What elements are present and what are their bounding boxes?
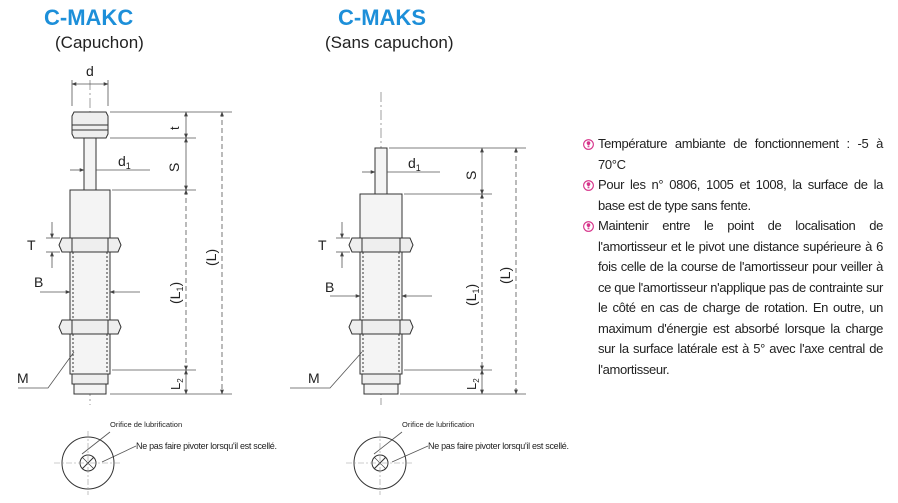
label-B: B bbox=[325, 279, 334, 295]
label-t: t bbox=[167, 126, 182, 130]
label-d1: d1 bbox=[408, 155, 421, 173]
c-makc-top-view bbox=[54, 431, 122, 495]
c-maks-top-view bbox=[346, 431, 414, 495]
c-maks-dimensions bbox=[290, 147, 526, 463]
label-s: S bbox=[463, 171, 479, 180]
c-makc-drawing bbox=[58, 80, 122, 405]
label-L2: L2 bbox=[168, 378, 185, 390]
label-M: M bbox=[17, 370, 29, 386]
label-L2: L2 bbox=[464, 378, 481, 390]
c-maks-drawing bbox=[348, 92, 414, 405]
c-maks-labels: S d1 T B (L1) (L) L2 M Orifice de lubrif… bbox=[308, 155, 569, 451]
label-L1: (L1) bbox=[167, 282, 185, 304]
sealed-label: Ne pas faire pivoter lorsqu'il est scell… bbox=[428, 441, 569, 451]
c-maks-title: C-MAKS bbox=[338, 5, 426, 30]
lube-label: Orifice de lubrification bbox=[402, 420, 474, 429]
label-T: T bbox=[27, 237, 36, 253]
label-L: (L) bbox=[203, 249, 219, 266]
pointer-bulb-icon bbox=[583, 180, 594, 191]
c-maks-subtitle: (Sans capuchon) bbox=[325, 33, 454, 52]
notes-list: Température ambiante de fonctionnement :… bbox=[583, 134, 883, 380]
c-makc-labels: d t S d1 T B (L1) (L) L2 M Orifice de lu… bbox=[17, 63, 277, 451]
note-item: Température ambiante de fonctionnement :… bbox=[583, 134, 883, 175]
pointer-bulb-icon bbox=[583, 139, 594, 150]
c-makc-subtitle: (Capuchon) bbox=[55, 33, 144, 52]
pointer-bulb-icon bbox=[583, 221, 594, 232]
c-makc-dimensions bbox=[18, 80, 232, 463]
note-item: Maintenir entre le point de localisation… bbox=[583, 216, 883, 380]
label-L: (L) bbox=[497, 267, 513, 284]
sealed-label: Ne pas faire pivoter lorsqu'il est scell… bbox=[136, 441, 277, 451]
label-d: d bbox=[86, 63, 94, 79]
label-T: T bbox=[318, 237, 327, 253]
label-B: B bbox=[34, 274, 43, 290]
c-makc-title: C-MAKC bbox=[44, 5, 134, 30]
label-d1: d1 bbox=[118, 153, 131, 171]
lube-label: Orifice de lubrification bbox=[110, 420, 182, 429]
label-L1: (L1) bbox=[463, 284, 481, 306]
note-item: Pour les n° 0806, 1005 et 1008, la surfa… bbox=[583, 175, 883, 216]
label-M: M bbox=[308, 370, 320, 386]
label-s: S bbox=[166, 163, 182, 172]
